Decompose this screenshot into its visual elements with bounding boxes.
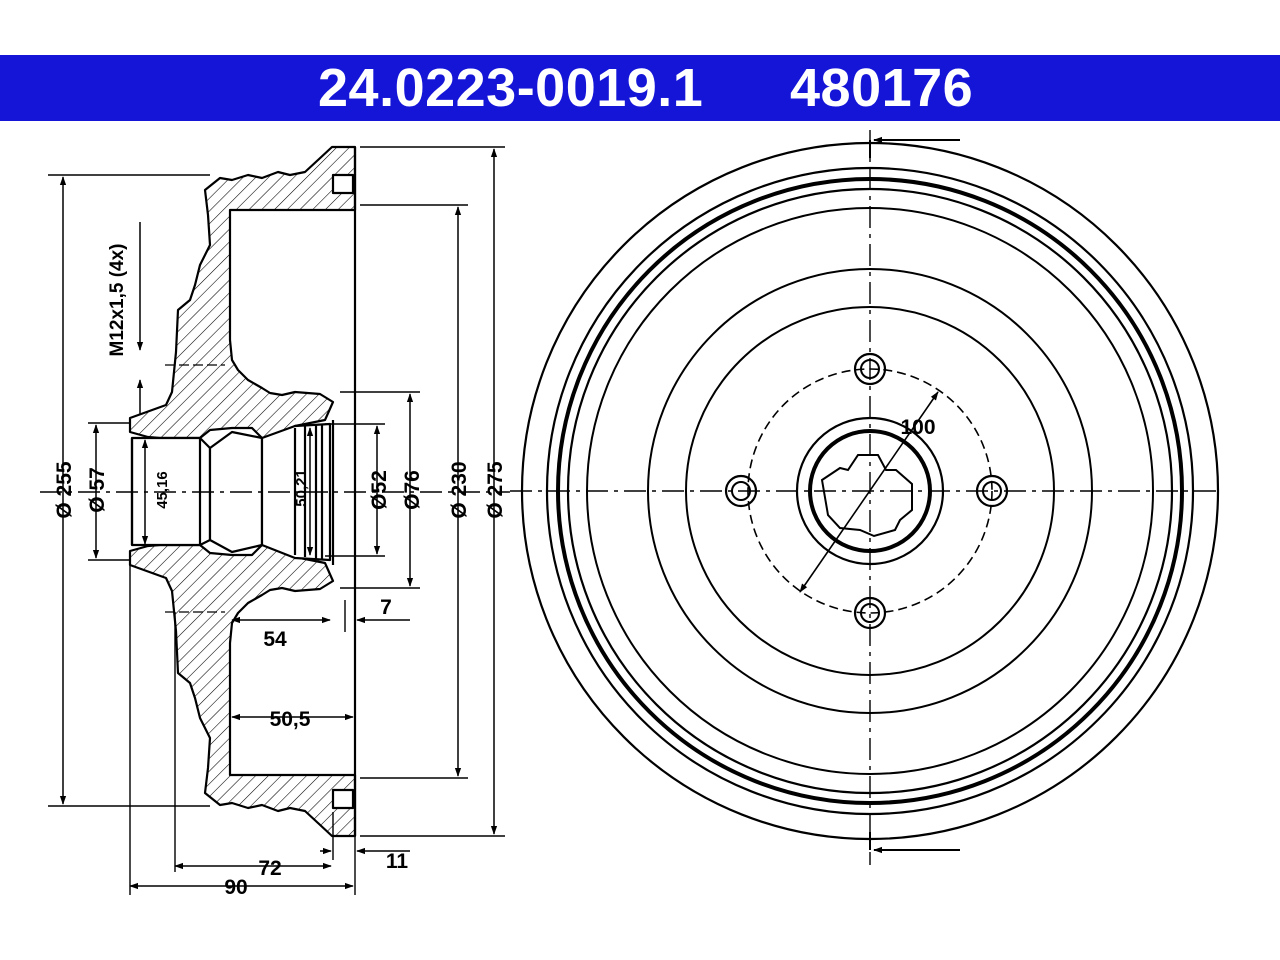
dim-d50: 50,21 bbox=[293, 469, 310, 507]
part-number: 24.0223-0019.1 bbox=[318, 58, 704, 118]
extension-lines bbox=[48, 146, 505, 895]
dim-d230: Ø 230 bbox=[448, 461, 471, 518]
dim-d275: Ø 275 bbox=[484, 461, 507, 519]
section-bottom-hatch bbox=[128, 543, 357, 838]
ref-number: 480176 bbox=[790, 58, 974, 118]
dim-d45: 45,16 bbox=[154, 471, 171, 509]
section-top-hatch bbox=[128, 145, 357, 440]
dim-d57: Ø 57 bbox=[86, 467, 109, 513]
dim-pcd: 100 bbox=[900, 416, 935, 439]
dim-d255: Ø 255 bbox=[53, 461, 76, 519]
dim-thread: M12x1,5 (4x) bbox=[107, 243, 128, 356]
dim-w50-5: 50,5 bbox=[270, 708, 311, 731]
dim-w90: 90 bbox=[224, 876, 247, 899]
dim-w54: 54 bbox=[263, 628, 287, 651]
dim-w7: 7 bbox=[380, 596, 392, 619]
section-arrows bbox=[869, 136, 960, 854]
dim-w72: 72 bbox=[258, 857, 281, 880]
bolt-hole-top bbox=[853, 352, 887, 386]
title-bar: 24.0223-0019.1 480176 bbox=[0, 55, 1280, 121]
dim-d76: Ø76 bbox=[401, 470, 424, 510]
dim-d52: Ø52 bbox=[368, 470, 391, 510]
dimension-lines bbox=[59, 148, 498, 890]
pcd-dimension-line bbox=[799, 391, 939, 593]
dim-w11: 11 bbox=[386, 850, 409, 873]
